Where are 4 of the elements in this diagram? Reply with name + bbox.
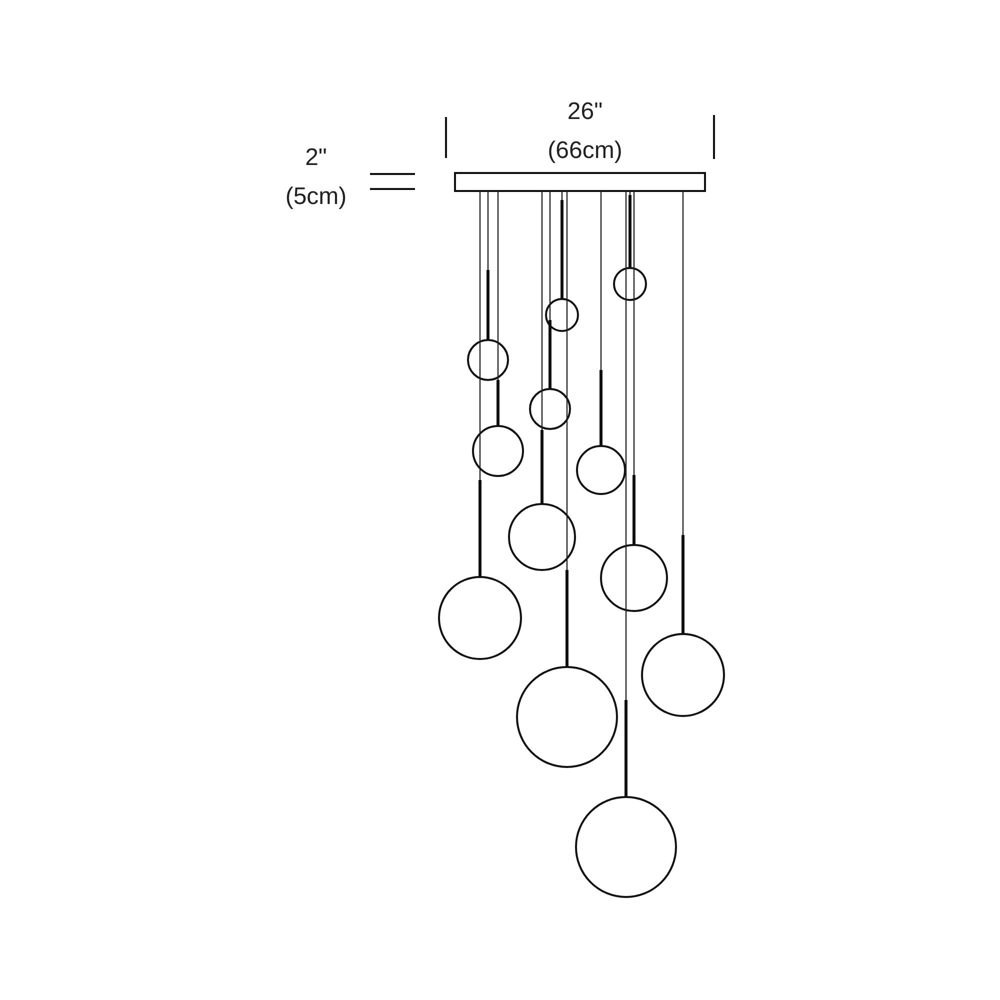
dimension-label: (66cm)	[548, 138, 622, 164]
dimension-label: (5cm)	[285, 184, 347, 210]
dimension-label: 2"	[305, 144, 327, 172]
dimension-label: 26"	[567, 98, 603, 126]
